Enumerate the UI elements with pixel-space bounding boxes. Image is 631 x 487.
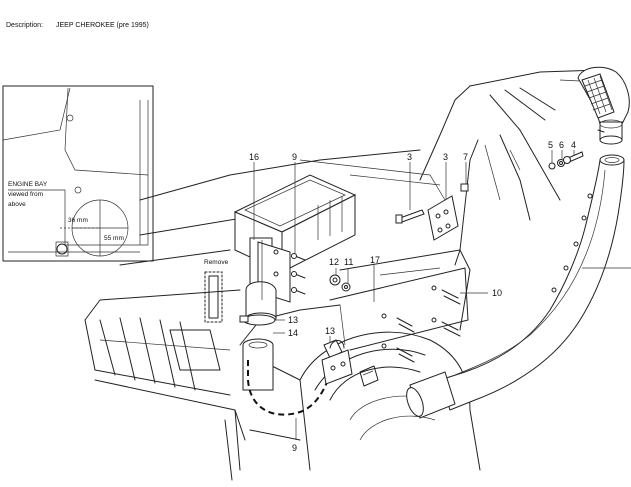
callout-17: 17 [370, 255, 380, 265]
inset-dimension-b: 55 mm [104, 235, 124, 242]
screw-set-5-6-4 [548, 151, 584, 170]
remove-panel [204, 271, 223, 323]
callout-4: 4 [571, 140, 576, 150]
engine-bay-inset: ENGINE BAY viewed from above 36 mm 55 mm [2, 85, 154, 262]
inset-note-line1: ENGINE BAY [8, 181, 48, 188]
description-value: JEEP CHEROKEE (pre 1995) [56, 22, 149, 29]
callout-7: 7 [463, 152, 468, 162]
inset-note-line3: above [8, 201, 26, 208]
leader-lines [253, 150, 631, 440]
callout-3-right: 3 [443, 152, 448, 162]
callout-numbers: 16 9 3 3 7 5 6 4 12 11 17 10 13 14 13 9 [249, 140, 576, 453]
callout-9-bottom: 9 [292, 443, 297, 453]
callout-5: 5 [548, 140, 553, 150]
callout-11: 11 [344, 257, 353, 267]
callout-12: 12 [329, 257, 339, 267]
callout-13-b: 13 [325, 326, 335, 336]
callout-3-left: 3 [407, 152, 412, 162]
hidden-hose-path [247, 354, 336, 416]
fender-mounting-area [329, 267, 469, 387]
pillar-bracket-3 [427, 195, 459, 241]
inset-note-line2: viewed from [8, 191, 43, 198]
bolt-3 [395, 209, 425, 224]
callout-6: 6 [559, 140, 564, 150]
bolt-set-9 [291, 253, 306, 295]
callout-10: 10 [492, 288, 502, 298]
hose-14 [242, 338, 274, 391]
callout-16: 16 [249, 152, 259, 162]
callout-14: 14 [288, 328, 298, 338]
part-16-intake-elbow [245, 237, 291, 325]
callout-9-top: 9 [292, 152, 297, 162]
nut-7 [460, 183, 469, 192]
snorkel-head [577, 66, 630, 145]
description-label: Description: [6, 22, 43, 29]
vehicle-body [84, 69, 601, 481]
lower-plate [321, 349, 353, 385]
hose-clamp-13 [239, 314, 276, 326]
snorkel-body [406, 154, 625, 419]
inset-dimension-a: 36 mm [68, 217, 88, 224]
nut-12-washer-11 [329, 274, 351, 292]
callout-13-a: 13 [288, 315, 298, 325]
inset-frame [2, 85, 154, 262]
remove-label: Remove [204, 259, 229, 266]
inset-fitting [56, 243, 68, 255]
